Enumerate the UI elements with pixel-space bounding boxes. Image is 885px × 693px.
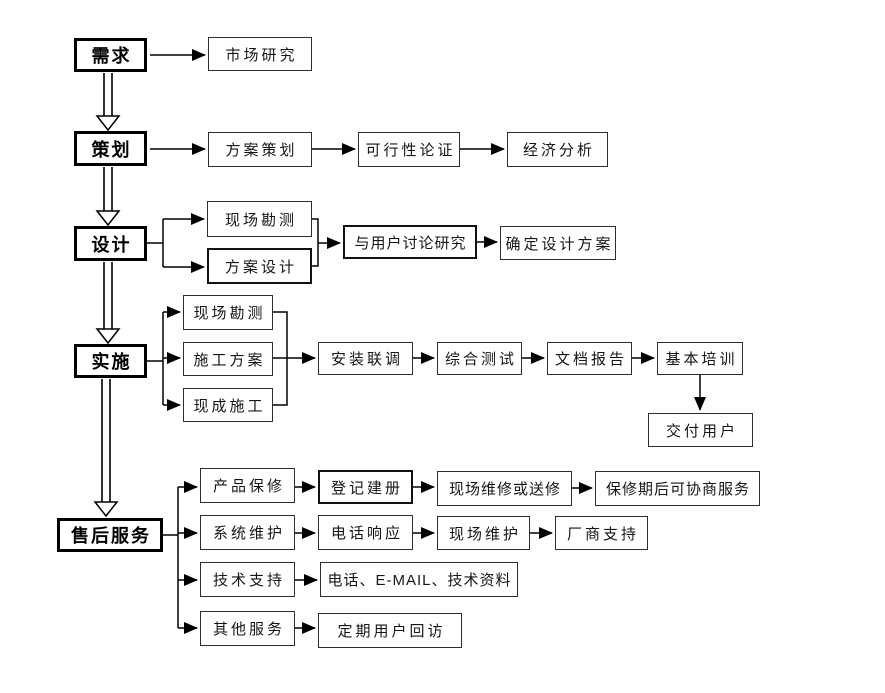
stage-after-sales: 售后服务 [57, 518, 163, 552]
node-periodic-user-visit: 定期用户回访 [318, 613, 462, 648]
node-phone-response: 电话响应 [318, 515, 413, 550]
double-arrow-planning-to-design [95, 167, 121, 227]
node-vendor-support: 厂商支持 [555, 516, 648, 550]
node-integrated-test: 综合测试 [437, 342, 522, 375]
node-feasibility-study: 可行性论证 [358, 132, 460, 167]
arrows-warranty-chain [295, 481, 593, 494]
node-phone-email-docs: 电话、E-MAIL、技术资料 [320, 562, 518, 597]
node-scheme-design: 方案设计 [207, 248, 312, 284]
node-register-record: 登记建册 [318, 470, 413, 504]
node-post-warranty-negotiable-service: 保修期后可协商服务 [595, 471, 760, 506]
node-market-research: 市场研究 [208, 37, 312, 71]
connector-implementation-split [147, 306, 181, 411]
node-onsite-maintenance: 现场维护 [437, 516, 530, 550]
connector-design-split [147, 213, 205, 273]
node-product-warranty: 产品保修 [200, 468, 295, 503]
node-construction-plan: 施工方案 [183, 342, 273, 376]
node-install-debug: 安装联调 [318, 342, 413, 375]
connector-implementation-merge [273, 311, 316, 406]
stage-implementation: 实施 [74, 344, 147, 378]
stage-requirement: 需求 [74, 38, 147, 72]
node-tech-support: 技术支持 [200, 562, 295, 597]
stage-design: 设计 [74, 226, 147, 261]
stage-planning: 策划 [74, 131, 147, 166]
node-plan-drafting: 方案策划 [208, 132, 312, 167]
node-deliver-to-user: 交付用户 [648, 413, 753, 447]
arrows-implementation-chain [413, 352, 706, 411]
node-system-maintenance: 系统维护 [200, 515, 295, 550]
double-arrow-implementation-to-after-sales [93, 379, 119, 518]
connector-after-sales-split [163, 481, 198, 634]
double-arrow-requirement-to-planning [95, 73, 121, 132]
node-onsite-or-sendin-repair: 现场维修或送修 [437, 471, 572, 506]
node-confirm-design-plan: 确定设计方案 [500, 226, 616, 260]
connector-design-merge [312, 218, 341, 267]
node-other-services: 其他服务 [200, 611, 295, 646]
node-site-survey-design: 现场勘测 [207, 201, 312, 237]
node-discuss-with-users: 与用户讨论研究 [343, 225, 477, 259]
node-site-survey-implementation: 现场勘测 [183, 295, 273, 330]
node-document-report: 文档报告 [547, 342, 632, 375]
node-economic-analysis: 经济分析 [507, 132, 608, 167]
double-arrow-design-to-implementation [95, 262, 121, 345]
node-ready-construction: 现成施工 [183, 388, 273, 422]
node-basic-training: 基本培训 [657, 342, 743, 375]
